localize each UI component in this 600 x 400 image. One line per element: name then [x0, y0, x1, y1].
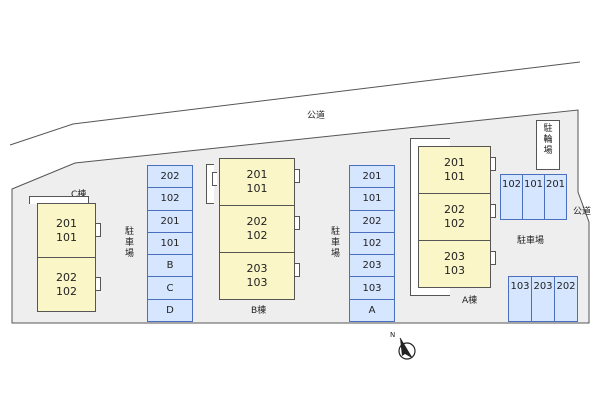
unit-number: 101 — [56, 230, 77, 244]
unit-number: 202 — [444, 203, 465, 216]
unit-number: 103 — [444, 264, 465, 277]
building-a-bump — [491, 157, 496, 171]
building-a-bump — [491, 251, 496, 265]
parking-space: 102 — [349, 231, 395, 256]
unit-number: 102 — [56, 284, 77, 298]
building-b-bump — [295, 263, 300, 277]
unit-number: 103 — [246, 276, 268, 289]
building-a-label: A棟 — [462, 296, 478, 306]
parking-space: D — [147, 298, 193, 322]
building-b-bump — [212, 172, 217, 186]
bike-parking: 駐輪場 — [536, 120, 560, 170]
road-edge — [9, 61, 581, 146]
building-c-unit: 202 102 — [37, 257, 96, 312]
parking-label-vertical: 駐車場 — [124, 227, 134, 259]
parking-space: A — [349, 298, 395, 322]
building-b-unit: 203 103 — [219, 252, 295, 300]
unit-number: 203 — [246, 262, 268, 275]
parking-space: 202 — [554, 276, 578, 322]
unit-number: 201 — [56, 216, 77, 230]
parking-space: 201 — [349, 165, 395, 189]
building-a-unit: 202 102 — [418, 193, 491, 241]
parking-space: 103 — [349, 276, 395, 300]
building-b-unit: 201 101 — [219, 158, 295, 206]
building-b-bump — [295, 169, 300, 183]
unit-number: 102 — [246, 229, 268, 242]
parking-space: 201 — [147, 209, 193, 233]
building-b-bump — [295, 216, 300, 230]
parking-label: 駐車場 — [517, 236, 545, 246]
unit-number: 201 — [246, 168, 268, 181]
parking-space: 101 — [522, 174, 545, 220]
parking-space: 202 — [349, 209, 395, 233]
unit-number: 101 — [246, 182, 268, 195]
parking-space: 203 — [531, 276, 555, 322]
parking-space: 201 — [544, 174, 567, 220]
parking-space: 102 — [147, 187, 193, 211]
parking-space: 102 — [500, 174, 523, 220]
building-b-unit: 202 102 — [219, 205, 295, 253]
building-c-step — [29, 196, 89, 204]
parking-space: 202 — [147, 165, 193, 189]
unit-number: 203 — [444, 250, 465, 263]
unit-number: 201 — [444, 156, 465, 169]
parking-label-vertical: 駐車場 — [330, 227, 340, 259]
building-c-bump — [96, 223, 101, 237]
parking-space: B — [147, 254, 193, 278]
building-a-unit: 201 101 — [418, 146, 491, 194]
road-label-right: 公道 — [573, 207, 592, 217]
unit-number: 202 — [246, 215, 268, 228]
north-arrow-icon — [398, 337, 416, 360]
unit-number: 101 — [444, 170, 465, 183]
building-a-bump — [491, 204, 496, 218]
parking-space: 101 — [147, 231, 193, 256]
parking-space: 101 — [349, 187, 395, 211]
road-label-top: 公道 — [307, 111, 326, 121]
unit-number: 202 — [56, 270, 77, 284]
compass-label: N — [390, 331, 396, 339]
unit-number: 102 — [444, 217, 465, 230]
parking-space: 203 — [349, 254, 395, 278]
building-a-unit: 203 103 — [418, 240, 491, 288]
building-b-step — [206, 164, 214, 204]
parking-space: 103 — [508, 276, 532, 322]
bike-parking-label: 駐輪場 — [543, 124, 553, 156]
parking-space: C — [147, 276, 193, 300]
building-c-bump — [96, 277, 101, 291]
building-b-label: B棟 — [251, 306, 267, 316]
building-c-label: C棟 — [71, 190, 87, 200]
building-c-unit: 201 101 — [37, 203, 96, 258]
